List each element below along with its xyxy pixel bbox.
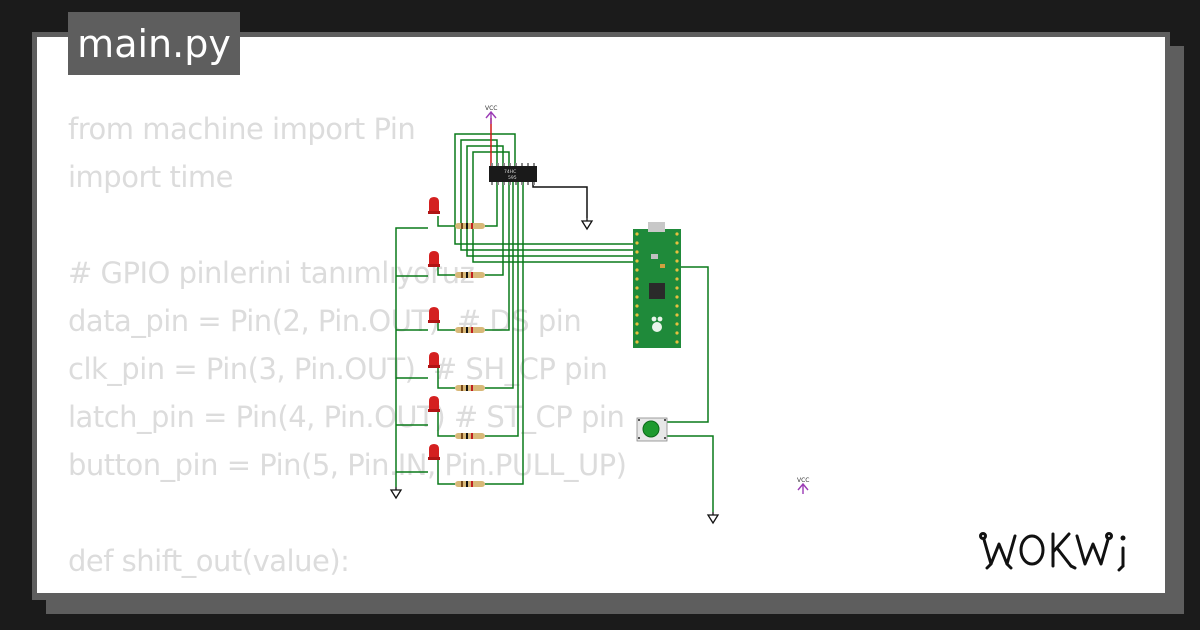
svg-text:595: 595 — [508, 175, 517, 181]
led-6[interactable] — [428, 444, 440, 460]
raspberry-pi-pico-board[interactable] — [633, 222, 681, 348]
resistor-2[interactable] — [455, 272, 485, 278]
code-line: data_pin = Pin(2, Pin.OUT) # DS pin — [68, 304, 582, 338]
code-preview: from machine import Pin import time # GP… — [68, 105, 631, 593]
wokwi-logo — [979, 532, 1126, 572]
svg-text:74HC: 74HC — [504, 169, 516, 175]
led-2[interactable] — [428, 251, 440, 267]
ground-symbols — [389, 218, 720, 525]
ground-wire — [532, 176, 588, 218]
svg-text:VCC: VCC — [797, 477, 809, 484]
rp2040-chip-icon — [649, 283, 665, 299]
code-line: button_pin = Pin(5, Pin.IN, Pin.PULL_UP) — [68, 448, 627, 482]
resistor-1[interactable] — [455, 223, 485, 229]
code-line: import time — [68, 160, 234, 194]
wires — [395, 133, 714, 512]
resistor-5[interactable] — [455, 433, 485, 439]
usb-connector-icon — [648, 222, 665, 232]
led-5[interactable] — [428, 396, 440, 412]
code-line: latch_pin = Pin(4, Pin.OUT) # ST_CP pin — [68, 400, 625, 434]
pico-pin-header-icon — [635, 232, 679, 344]
resistor-6[interactable] — [455, 481, 485, 487]
project-canvas: from machine import Pin import time # GP… — [37, 37, 1165, 593]
resistors — [455, 223, 485, 487]
code-line: from machine import Pin — [68, 112, 416, 146]
led-3[interactable] — [428, 307, 440, 323]
resistor-4[interactable] — [455, 385, 485, 391]
led-4[interactable] — [428, 352, 440, 368]
vcc-symbol-2: VCC — [797, 477, 809, 494]
svg-text:VCC: VCC — [485, 105, 497, 112]
pushbutton[interactable] — [636, 417, 668, 442]
file-tab[interactable]: main.py — [68, 12, 240, 75]
resistor-3[interactable] — [455, 327, 485, 333]
code-line: def shift_out(value): — [68, 544, 350, 578]
shift-register-chip[interactable]: 74HC 595 — [489, 163, 537, 185]
vcc-symbol: VCC — [485, 105, 497, 124]
raspberry-logo-icon — [651, 316, 663, 332]
code-line: # GPIO pinlerini tanımlıyoruz — [68, 256, 475, 290]
led-1[interactable] — [428, 197, 440, 214]
